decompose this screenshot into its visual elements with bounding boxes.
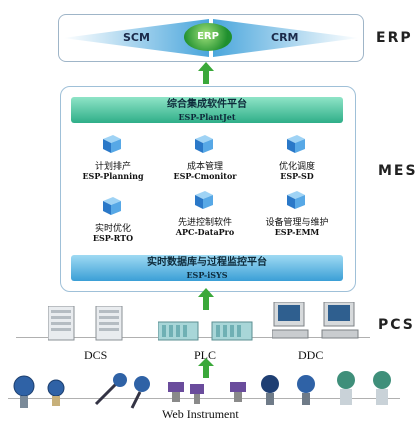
up-arrow-icon — [198, 288, 214, 310]
module-title: 实时优化 — [94, 224, 131, 234]
module-subtitle: ESP-Planning — [82, 171, 144, 181]
field-bus-line — [8, 398, 400, 399]
platform-bar-bottom: 实时数据库与过程监控平台 ESP-iSYS — [71, 255, 343, 281]
cube-icon — [287, 135, 305, 153]
plc-rack-icon — [158, 321, 253, 341]
module-title: 计划排产 — [94, 162, 131, 172]
erp-layer-label: ERP — [376, 30, 413, 46]
ddc-computer-icon — [272, 302, 359, 339]
platform-bar-top: 综合集成软件平台 ESP-PlantJet — [71, 97, 343, 123]
module-subtitle: ESP-Cmonitor — [173, 171, 237, 181]
platform-bottom-title: 实时数据库与过程监控平台 — [147, 257, 267, 268]
module-title: 设备管理与维护 — [265, 218, 329, 228]
flowmeter-icon — [261, 371, 391, 405]
erp-center-oval: ERP — [184, 23, 232, 51]
cube-icon — [287, 191, 305, 209]
valve-icon — [168, 382, 246, 404]
dcs-label: DCS — [84, 348, 108, 362]
sensor-icon — [94, 373, 150, 409]
scm-label: SCM — [123, 31, 150, 44]
crm-label: CRM — [271, 31, 299, 44]
web-instrument-label: Web Instrument — [162, 407, 239, 421]
module-title: 优化调度 — [278, 162, 315, 172]
erp-bowtie-graphic — [63, 19, 359, 57]
cube-icon — [195, 191, 213, 209]
cube-icon — [195, 135, 213, 153]
field-instruments-graphic — [13, 371, 391, 409]
pcs-layer-label: PCS — [378, 317, 415, 333]
erp-box: SCM CRM — [58, 14, 364, 62]
module-subtitle: APC-DataPro — [175, 227, 235, 237]
module-subtitle: ESP-SD — [280, 171, 314, 181]
platform-top-title: 综合集成软件平台 — [167, 99, 247, 110]
platform-bottom-subtitle: ESP-iSYS — [186, 270, 228, 280]
module-title: 成本管理 — [186, 162, 223, 172]
up-arrow-icon — [198, 358, 214, 378]
transmitter-icon — [13, 375, 65, 408]
cube-icon — [103, 197, 121, 215]
dcs-cabinet-icon — [48, 306, 123, 341]
platform-top-subtitle: ESP-PlantJet — [178, 112, 236, 122]
ddc-label: DDC — [298, 348, 324, 362]
module-subtitle: ESP-EMM — [274, 227, 320, 237]
module-subtitle: ESP-RTO — [92, 233, 134, 243]
mes-layer-label: MES — [378, 163, 418, 179]
cube-icon — [103, 135, 121, 153]
plc-label: PLC — [194, 348, 217, 362]
up-arrow-icon — [198, 62, 214, 84]
module-title: 先进控制软件 — [177, 218, 232, 228]
mes-box: 综合集成软件平台 ESP-PlantJet 计划排产 ESP-Planning … — [60, 86, 356, 292]
